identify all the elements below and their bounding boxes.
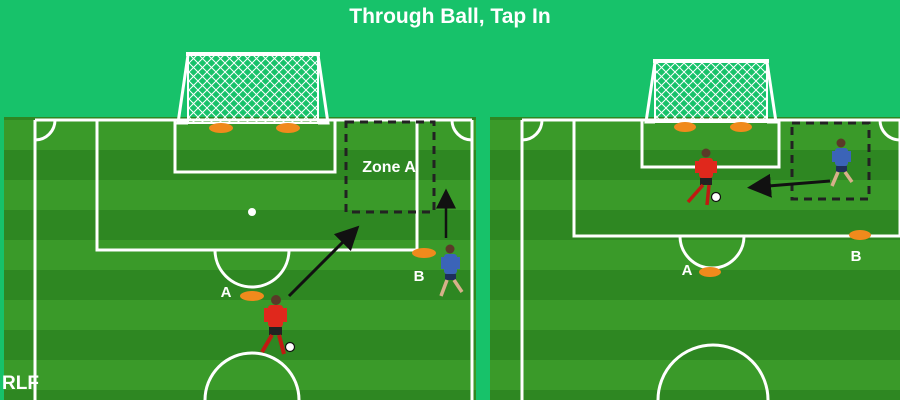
cone	[209, 123, 233, 133]
watermark-text: RLF	[2, 373, 39, 394]
player-a-red	[686, 148, 722, 206]
left-pitch: Zone A	[4, 52, 476, 400]
player-a-label: A	[221, 284, 232, 301]
zone-a-box	[344, 120, 436, 214]
cone	[674, 122, 696, 132]
left-penalty-spot	[248, 208, 256, 216]
cone	[730, 122, 752, 132]
player-a-red	[260, 295, 296, 355]
pass-arrow	[287, 225, 360, 298]
cone	[240, 291, 264, 301]
right-cones	[674, 122, 871, 277]
left-cones	[209, 123, 436, 301]
zone-a-label: Zone A	[362, 159, 416, 176]
diagram-title: Through Ball, Tap In	[349, 5, 551, 28]
cone	[276, 123, 300, 133]
player-a-label: A	[682, 262, 693, 279]
right-goal	[644, 59, 778, 124]
right-zone-box	[790, 121, 871, 201]
left-grass	[4, 117, 476, 400]
cross-arrow	[747, 173, 831, 198]
cone	[412, 248, 436, 258]
left-goal	[176, 52, 330, 125]
player-b-blue	[830, 138, 854, 187]
player-b-label: B	[414, 268, 425, 285]
player-b-blue	[439, 244, 464, 297]
cone	[849, 230, 871, 240]
right-pitch: A B	[490, 59, 900, 400]
cone	[699, 267, 721, 277]
player-b-label: B	[851, 248, 862, 265]
